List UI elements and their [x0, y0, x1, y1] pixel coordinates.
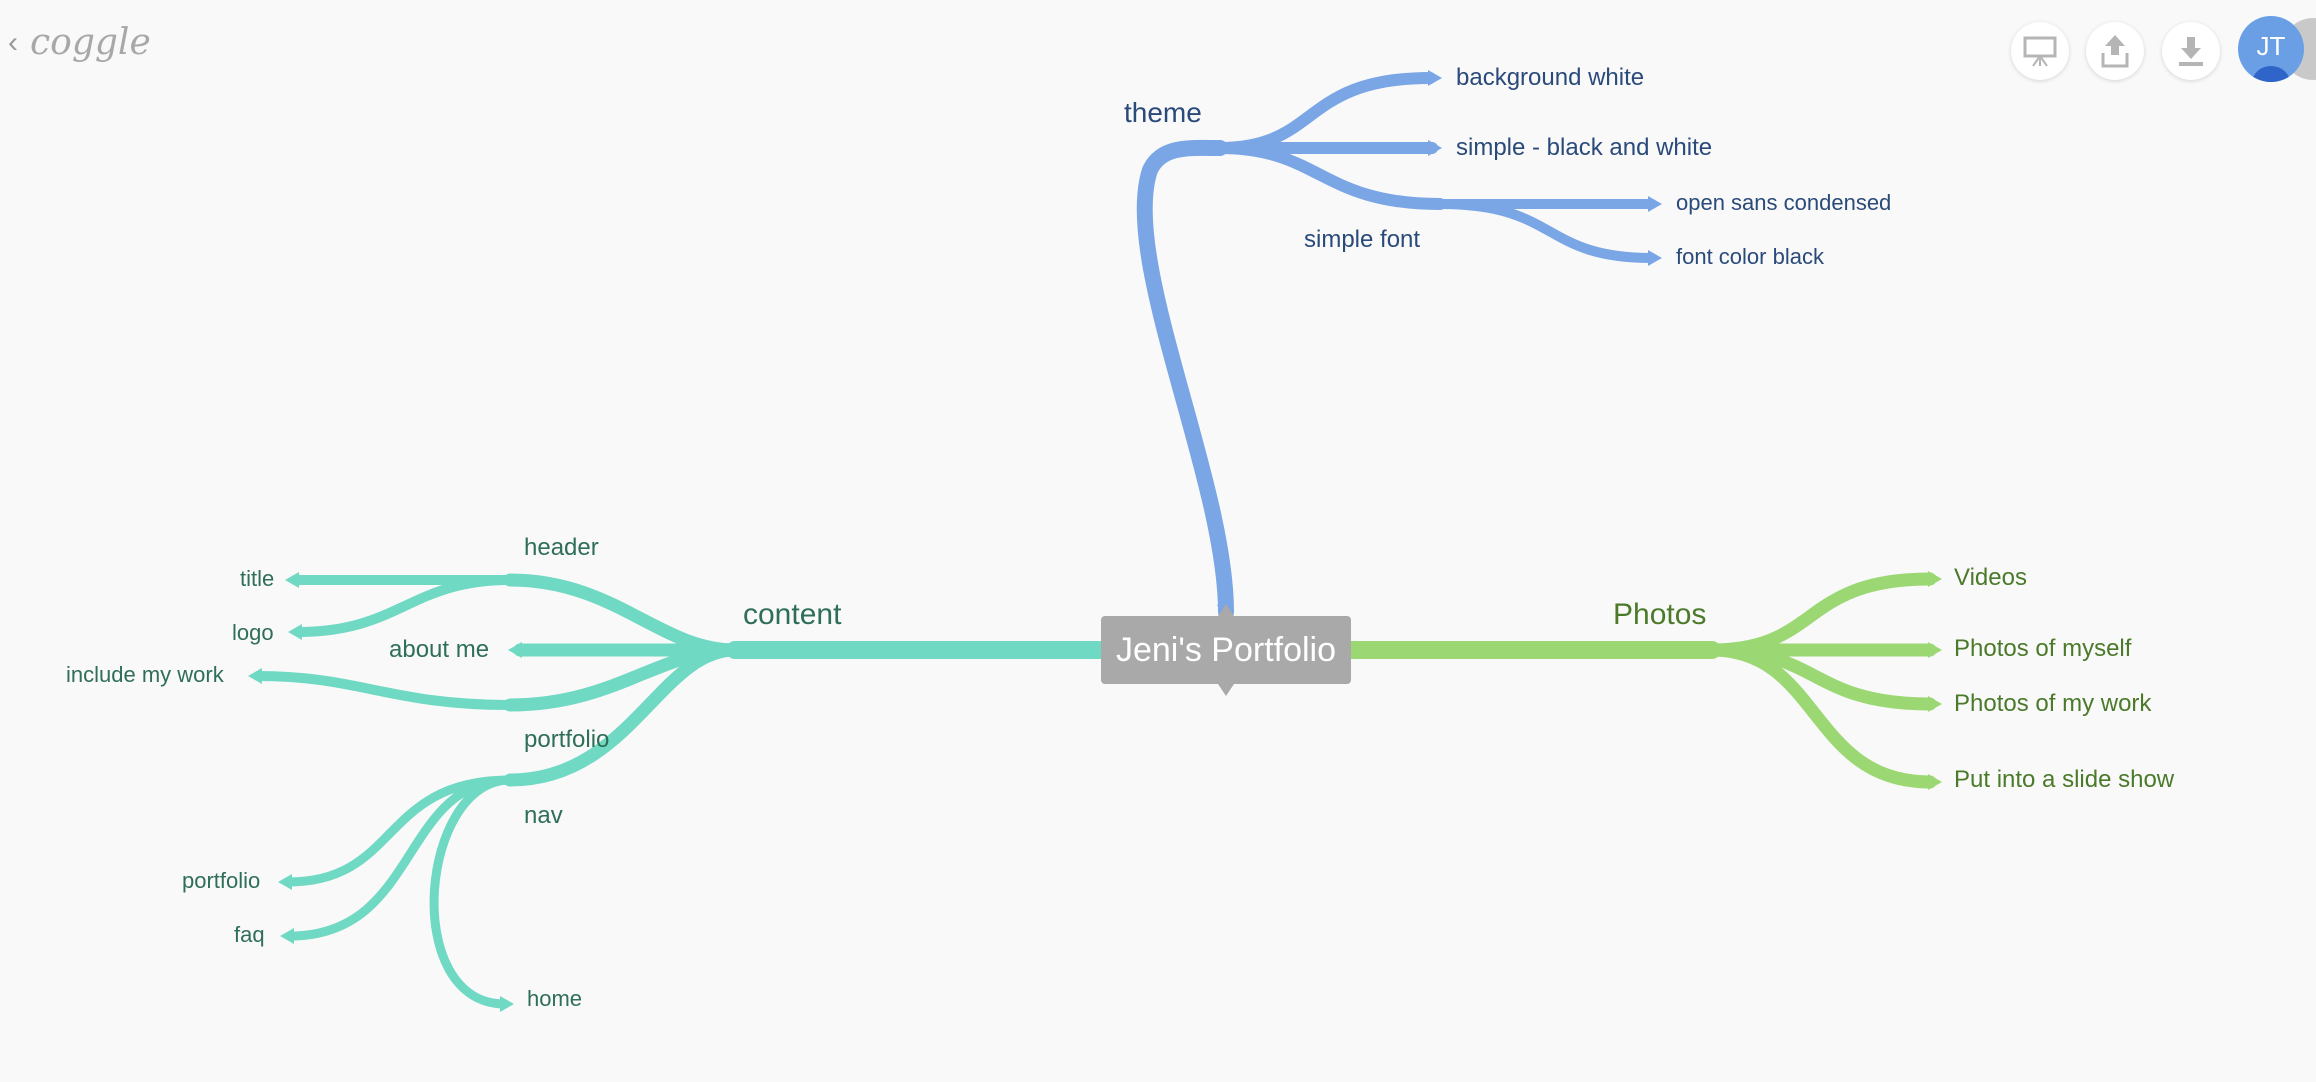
branch-slide-show — [1705, 643, 1937, 789]
node-photos-of-my-work[interactable]: Photos of my work — [1954, 690, 2152, 717]
node-font-color-black[interactable]: font color black — [1676, 244, 1824, 269]
avatar-initials: JT — [2256, 31, 2286, 61]
branch-header — [503, 573, 742, 657]
node-include-my-work[interactable]: include my work — [66, 662, 224, 687]
branch-logo — [293, 575, 515, 637]
share-button[interactable] — [2086, 22, 2144, 80]
node-open-sans-condensed[interactable]: open sans condensed — [1676, 190, 1892, 215]
branch-background-white — [1214, 72, 1436, 154]
node-portfolio[interactable]: portfolio — [524, 726, 610, 753]
node-photos[interactable]: Photos — [1613, 598, 1707, 631]
node-theme[interactable]: theme — [1124, 97, 1202, 128]
node-about-me[interactable]: about me — [389, 636, 490, 663]
node-logo[interactable]: logo — [232, 620, 274, 645]
node-content[interactable]: content — [743, 598, 842, 631]
presentation-icon — [2023, 36, 2057, 67]
download-icon — [2179, 37, 2203, 66]
branch-font-color — [1435, 199, 1657, 263]
branch-theme — [1136, 139, 1234, 620]
node-title[interactable]: title — [240, 566, 275, 591]
node-videos[interactable]: Videos — [1954, 564, 2027, 591]
root-tip-bottom — [1218, 684, 1234, 696]
branch-nav-portfolio — [283, 775, 515, 887]
node-background-white[interactable]: background white — [1456, 64, 1645, 91]
branch-faq — [285, 775, 515, 941]
root-node-label: Jeni's Portfolio — [1115, 630, 1337, 669]
node-home[interactable]: home — [527, 986, 583, 1011]
back-to-home-link[interactable]: ‹ coggle — [8, 22, 151, 63]
chevron-left-icon: ‹ — [8, 25, 18, 59]
branch-videos — [1705, 572, 1937, 657]
node-nav[interactable]: nav — [524, 802, 563, 829]
root-node[interactable]: Jeni's Portfolio — [1101, 604, 1351, 696]
download-button[interactable] — [2162, 22, 2220, 80]
branch-home — [429, 775, 515, 1009]
app-logo: coggle — [30, 22, 151, 63]
root-tip-top — [1218, 604, 1234, 616]
node-photos-of-myself[interactable]: Photos of myself — [1954, 635, 2132, 662]
node-faq[interactable]: faq — [234, 922, 265, 947]
node-put-into-slide-show[interactable]: Put into a slide show — [1954, 766, 2175, 793]
branch-tips — [248, 70, 1942, 1012]
person-icon — [2252, 66, 2290, 82]
branch-nav — [503, 643, 742, 787]
upload-icon — [2101, 35, 2129, 68]
present-button[interactable] — [2011, 22, 2069, 80]
node-nav-portfolio[interactable]: portfolio — [182, 868, 261, 893]
branch-simple-font — [1214, 142, 1446, 210]
node-simple-black-and-white[interactable]: simple - black and white — [1456, 134, 1713, 161]
user-avatar[interactable]: JT — [2238, 16, 2304, 82]
node-header[interactable]: header — [524, 534, 599, 561]
branch-include-work — [253, 671, 515, 710]
node-simple-font[interactable]: simple font — [1304, 226, 1421, 253]
